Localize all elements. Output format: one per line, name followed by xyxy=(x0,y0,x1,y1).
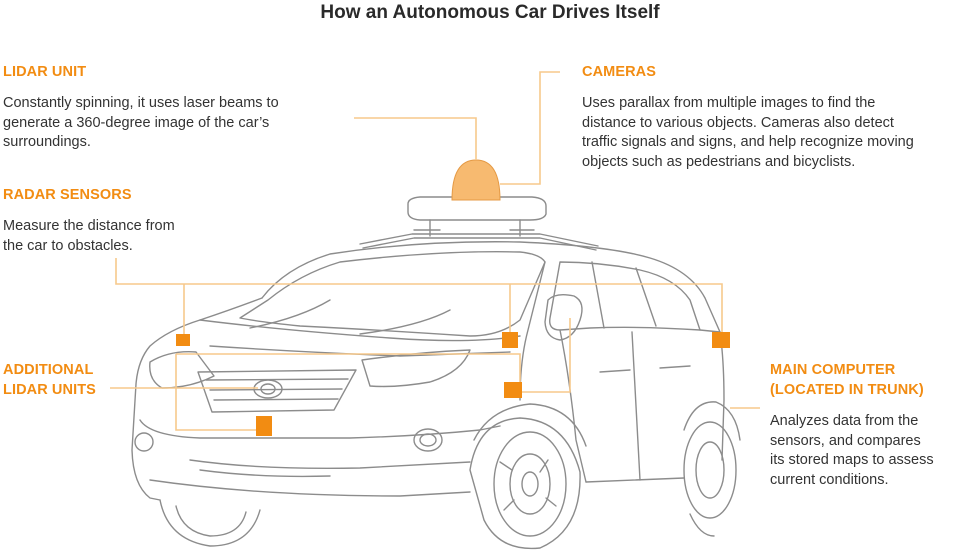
camera-marker xyxy=(504,382,522,398)
main-computer-line-1: Analyzes data from the xyxy=(770,413,919,429)
radar-marker-center xyxy=(502,332,518,348)
main-computer-heading-line-1: MAIN COMPUTER xyxy=(770,362,896,378)
leader-lines xyxy=(110,71,760,431)
additional-lidar-heading-line-2: LIDAR UNITS xyxy=(3,382,96,398)
cameras-line-4: objects such as pedestrians and bicyclis… xyxy=(582,153,856,170)
lidar-unit-heading: LIDAR UNIT xyxy=(3,64,87,80)
radar-marker-right xyxy=(712,332,730,348)
car-outline xyxy=(131,196,741,550)
lidar-dome xyxy=(451,159,501,201)
lidar-unit-line-2: generate a 360-degree image of the car’s xyxy=(3,114,270,131)
lidar-unit-description: Constantly spinning, it uses laser beams… xyxy=(3,94,279,153)
radar-sensors-line-2: the car to obstacles. xyxy=(3,237,133,254)
radar-marker-left xyxy=(176,334,190,346)
main-computer-heading: MAIN COMPUTER (LOCATED IN TRUNK) xyxy=(770,360,924,400)
radar-sensors-description: Measure the distance from the car to obs… xyxy=(3,217,175,256)
main-computer-line-2: sensors, and compares xyxy=(770,432,921,449)
main-computer-description: Analyzes data from the sensors, and comp… xyxy=(770,412,934,490)
radar-sensors-line-1: Measure the distance from xyxy=(3,218,175,234)
cameras-heading: CAMERAS xyxy=(582,64,657,80)
cameras-description: Uses parallax from multiple images to fi… xyxy=(582,94,914,172)
main-computer-line-3: its stored maps to assess xyxy=(770,452,934,468)
main-computer-line-4: current conditions. xyxy=(770,471,889,488)
lidar-unit-line-3: surroundings. xyxy=(3,134,91,150)
diagram-title: How an Autonomous Car Drives Itself xyxy=(320,2,660,23)
main-computer-heading-line-2: (LOCATED IN TRUNK) xyxy=(770,382,924,398)
lidar-unit-line-1: Constantly spinning, it uses laser beams… xyxy=(3,95,279,111)
additional-lidar-heading: ADDITIONAL LIDAR UNITS xyxy=(3,360,96,400)
additional-lidar-heading-line-1: ADDITIONAL xyxy=(3,362,94,378)
sensor-markers xyxy=(176,332,730,436)
cameras-line-1: Uses parallax from multiple images to fi… xyxy=(582,95,876,111)
radar-sensors-heading: RADAR SENSORS xyxy=(3,187,132,203)
cameras-line-2: distance to various objects. Cameras als… xyxy=(582,114,894,131)
lidar-marker-grille xyxy=(256,416,272,436)
cameras-line-3: traffic signals and signs, and help reco… xyxy=(582,134,914,150)
